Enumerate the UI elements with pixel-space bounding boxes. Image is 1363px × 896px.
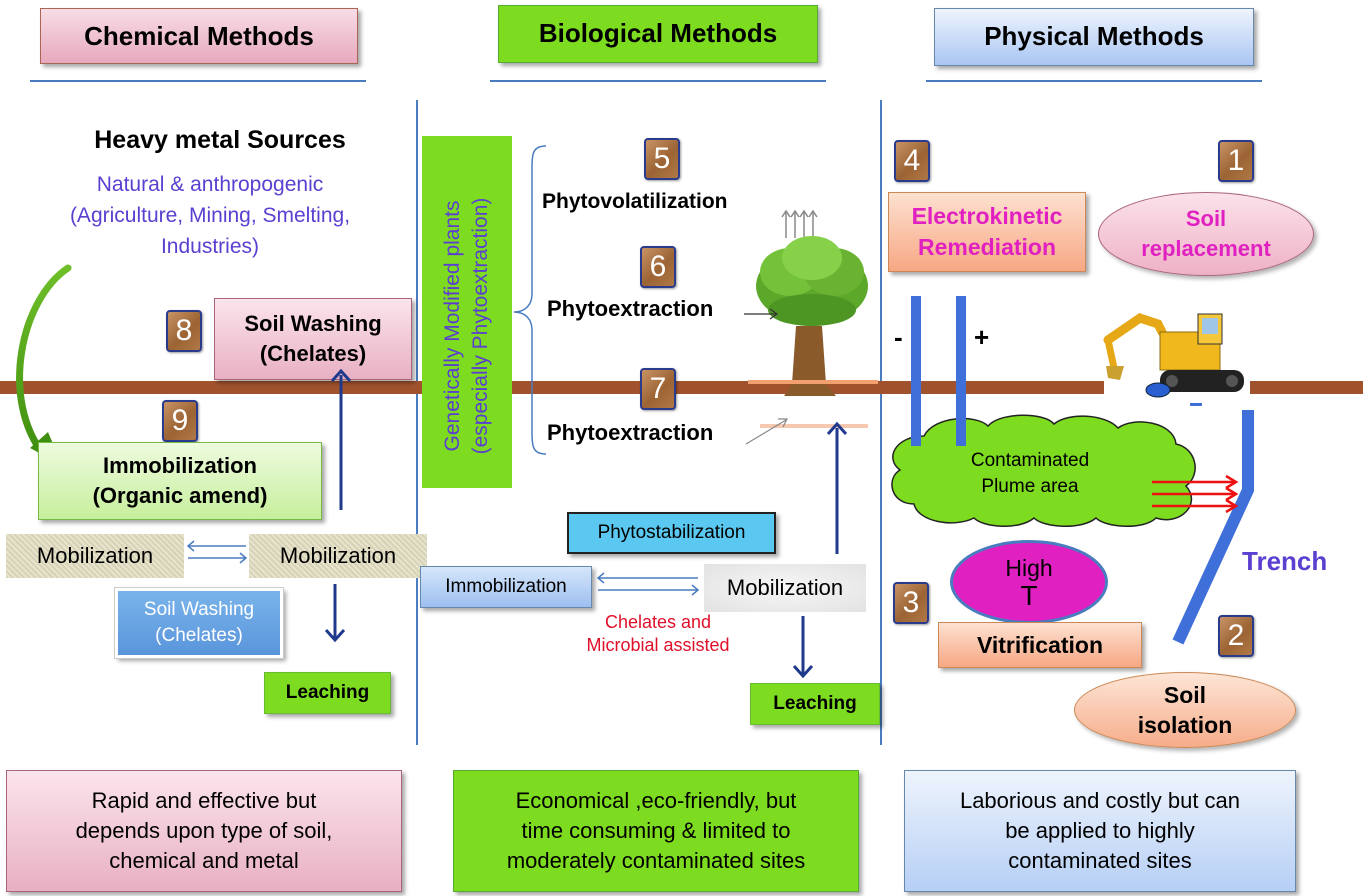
- upward-arrow-chemical: [330, 368, 352, 510]
- number-badge-1: 1: [1218, 140, 1254, 182]
- number-badge-6: 6: [640, 246, 676, 288]
- electrode-positive: [956, 296, 966, 446]
- biological-methods-header: Biological Methods: [498, 5, 818, 63]
- electrokinetic-line-1: Electrokinetic: [911, 203, 1063, 229]
- mobilization-biological: Mobilization: [704, 564, 866, 612]
- number-badge-4: 4: [894, 140, 930, 182]
- ground-marker: [1190, 403, 1202, 406]
- phytoextraction-arrow-2: [745, 418, 788, 445]
- immobilization-box-biological: Immobilization: [420, 566, 592, 608]
- physical-summary-line-2: be applied to highly: [1005, 818, 1195, 843]
- downward-arrow-chemical: [324, 584, 346, 643]
- divider-left: [416, 100, 418, 745]
- divider-right: [880, 100, 882, 745]
- immobilization-line-2: (Organic amend): [92, 483, 268, 508]
- chemical-methods-header: Chemical Methods: [40, 8, 358, 64]
- soil-washing-small-line-1: Soil Washing: [143, 599, 255, 620]
- soil-washing-small-line-2: (Chelates): [155, 625, 243, 646]
- biological-underline: [490, 80, 826, 82]
- biological-summary-line-2: time consuming & limited to: [521, 818, 791, 843]
- leaching-box-biological: Leaching: [750, 683, 880, 725]
- soil-isolation-line-1: Soil: [1163, 682, 1207, 708]
- phytovolatilization-label: Phytovolatilization: [542, 190, 728, 213]
- physical-methods-header: Physical Methods: [934, 8, 1254, 66]
- high-line-1: High: [1005, 555, 1053, 581]
- mobilization-right: Mobilization: [249, 534, 427, 578]
- exchange-arrow-biological: [596, 572, 700, 596]
- immobilization-box: Immobilization (Organic amend): [38, 442, 322, 520]
- tree-illustration: [748, 209, 878, 428]
- sources-line-2: (Agriculture, Mining, Smelting,: [69, 204, 351, 227]
- excavator-icon: [1103, 313, 1244, 398]
- plume-label: Contaminated Plume area: [930, 448, 1130, 500]
- soil-replacement-line-2: replacement: [1141, 236, 1271, 261]
- chemical-summary-line-3: chemical and metal: [109, 848, 299, 873]
- trench-wall: [1172, 410, 1254, 645]
- chemical-underline: [30, 80, 366, 82]
- soil-washing-small-box: Soil Washing (Chelates): [115, 588, 283, 658]
- plume-line-2: Plume area: [981, 476, 1079, 497]
- soil-replacement-ellipse: Soil replacement: [1098, 192, 1314, 276]
- soil-washing-line-2: (Chelates): [259, 341, 367, 366]
- soil-replacement-line-1: Soil: [1185, 206, 1227, 231]
- number-badge-5: 5: [644, 138, 680, 180]
- sources-line-3: Industries): [160, 235, 260, 258]
- biological-summary-box: Economical ,eco-friendly, but time consu…: [453, 770, 859, 892]
- upward-arrow-biological: [826, 421, 848, 554]
- high-temperature-ellipse: High T: [950, 540, 1108, 624]
- soil-washing-line-1: Soil Washing: [244, 311, 382, 336]
- chemical-summary-line-1: Rapid and effective but: [91, 788, 317, 813]
- physical-underline: [926, 80, 1262, 82]
- gm-line-1: Genetically Modified plants: [441, 200, 464, 452]
- gm-plants-label: Genetically Modified plants (especially …: [439, 125, 495, 527]
- high-line-2: T: [1020, 580, 1038, 611]
- electrokinetic-line-2: Remediation: [917, 234, 1057, 260]
- number-badge-2: 2: [1218, 615, 1254, 657]
- chemical-summary-line-2: depends upon type of soil,: [75, 818, 333, 843]
- mobilization-left: Mobilization: [6, 534, 184, 578]
- chelates-line-2: Microbial assisted: [586, 635, 730, 655]
- electrokinetic-box: Electrokinetic Remediation: [888, 192, 1086, 272]
- volatilization-arrows-icon: [781, 209, 818, 238]
- chelates-line-1: Chelates and: [604, 612, 712, 632]
- electrode-negative: [911, 296, 921, 446]
- chemical-summary-box: Rapid and effective but depends upon typ…: [6, 770, 402, 892]
- minus-sign: -: [894, 322, 903, 352]
- exchange-arrow-chemical: [186, 540, 248, 564]
- gm-plants-bar: [422, 136, 512, 488]
- phytoextraction-label-2: Phytoextraction: [547, 420, 714, 445]
- biological-summary-line-3: moderately contaminated sites: [506, 848, 806, 873]
- phytostabilization-box: Phytostabilization: [567, 512, 776, 554]
- plus-sign: +: [974, 322, 990, 352]
- number-badge-7: 7: [640, 368, 676, 410]
- phytoextraction-arrow-1: [744, 308, 779, 320]
- immobilization-line-1: Immobilization: [103, 453, 257, 478]
- sources-line-1: Natural & anthropogenic: [96, 173, 324, 196]
- trench-label: Trench: [1242, 546, 1328, 576]
- plume-cloud: [891, 414, 1196, 527]
- plume-line-1: Contaminated: [970, 450, 1090, 471]
- chelates-label: Chelates and Microbial assisted: [540, 611, 776, 657]
- soil-isolation-line-2: isolation: [1137, 712, 1233, 738]
- soil-isolation-ellipse: Soil isolation: [1074, 672, 1296, 748]
- leaching-box-chemical: Leaching: [264, 672, 391, 714]
- gm-line-2: (especially Phytoextraction): [469, 197, 492, 455]
- bracket: [513, 145, 547, 455]
- vitrification-box: Vitrification: [938, 622, 1142, 668]
- heavy-metal-sources-title: Heavy metal Sources: [94, 126, 346, 154]
- biological-summary-line-1: Economical ,eco-friendly, but: [515, 788, 797, 813]
- phytoextraction-label-1: Phytoextraction: [547, 296, 714, 321]
- number-badge-3: 3: [893, 582, 929, 624]
- number-badge-9: 9: [162, 400, 198, 442]
- soil-washing-box: Soil Washing (Chelates): [214, 298, 412, 380]
- red-flow-arrows: [1152, 474, 1239, 514]
- physical-summary-line-3: contaminated sites: [1008, 848, 1192, 873]
- physical-summary-line-1: Laborious and costly but can: [959, 788, 1241, 813]
- downward-arrow-biological: [792, 616, 814, 679]
- physical-summary-box: Laborious and costly but can be applied …: [904, 770, 1296, 892]
- number-badge-8: 8: [166, 310, 202, 352]
